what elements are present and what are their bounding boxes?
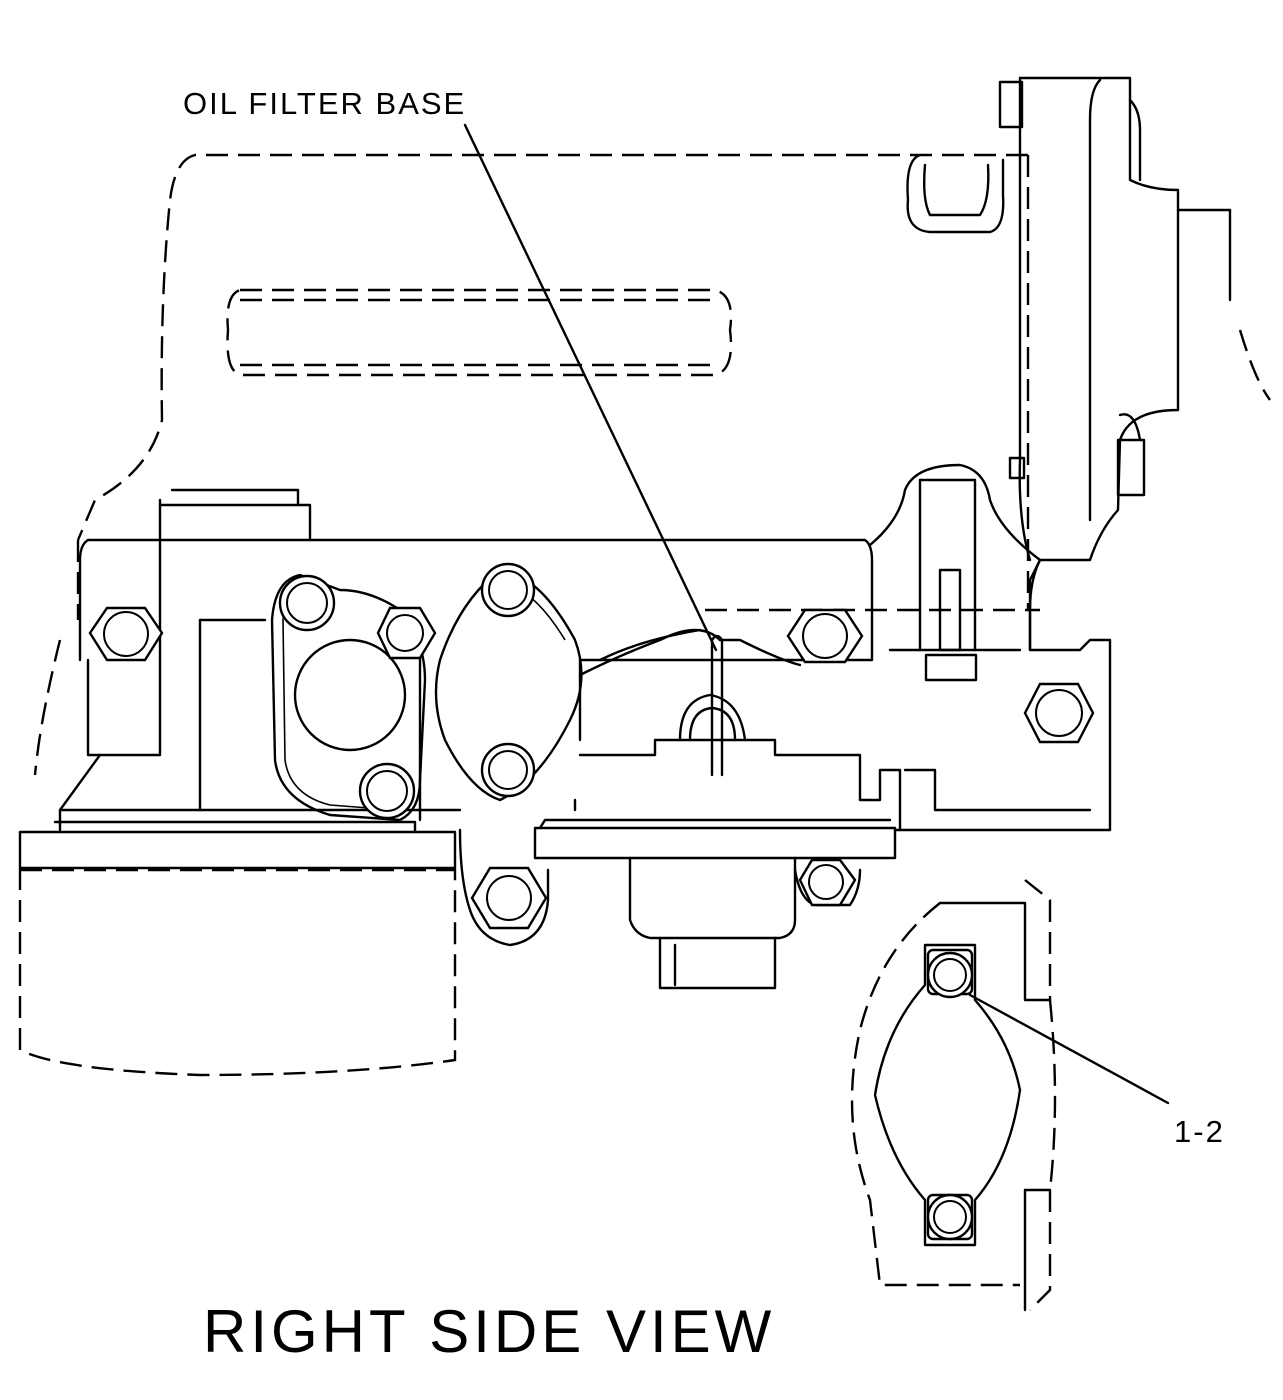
bolt-center-top xyxy=(480,562,536,618)
oil-filter-canister xyxy=(18,820,457,1077)
filter-base-housing xyxy=(533,818,897,990)
central-body xyxy=(58,488,902,832)
label-oil-filter-base: OIL FILTER BASE xyxy=(183,86,466,121)
label-callout-1-2: 1-2 xyxy=(1174,1114,1225,1149)
bolt-flange-bottom xyxy=(358,762,416,820)
bolt-hidden xyxy=(376,606,437,660)
upper-right-slot xyxy=(906,153,1005,234)
leader-oil-filter-base xyxy=(463,123,718,652)
engine-block-outline xyxy=(33,153,1271,776)
bolt-left xyxy=(88,606,164,662)
bolt-lower-center xyxy=(470,866,548,930)
bolt-center-bottom xyxy=(480,742,536,798)
right-lower-bracket xyxy=(868,463,1112,832)
bolt-far-right xyxy=(1023,682,1095,744)
bolt-right-upper xyxy=(786,608,864,664)
bolt-flange-top xyxy=(278,574,336,632)
bolts xyxy=(88,562,1095,930)
leader-1-2 xyxy=(968,993,1170,1105)
detail-inset xyxy=(850,879,1057,1312)
view-title: RIGHT SIDE VIEW xyxy=(203,1298,775,1365)
bolt-lower-right xyxy=(798,858,857,907)
upper-slot xyxy=(226,288,733,377)
filter-base-bracket xyxy=(578,628,802,777)
leader-lines xyxy=(463,123,1170,1105)
right-housing xyxy=(998,76,1232,652)
